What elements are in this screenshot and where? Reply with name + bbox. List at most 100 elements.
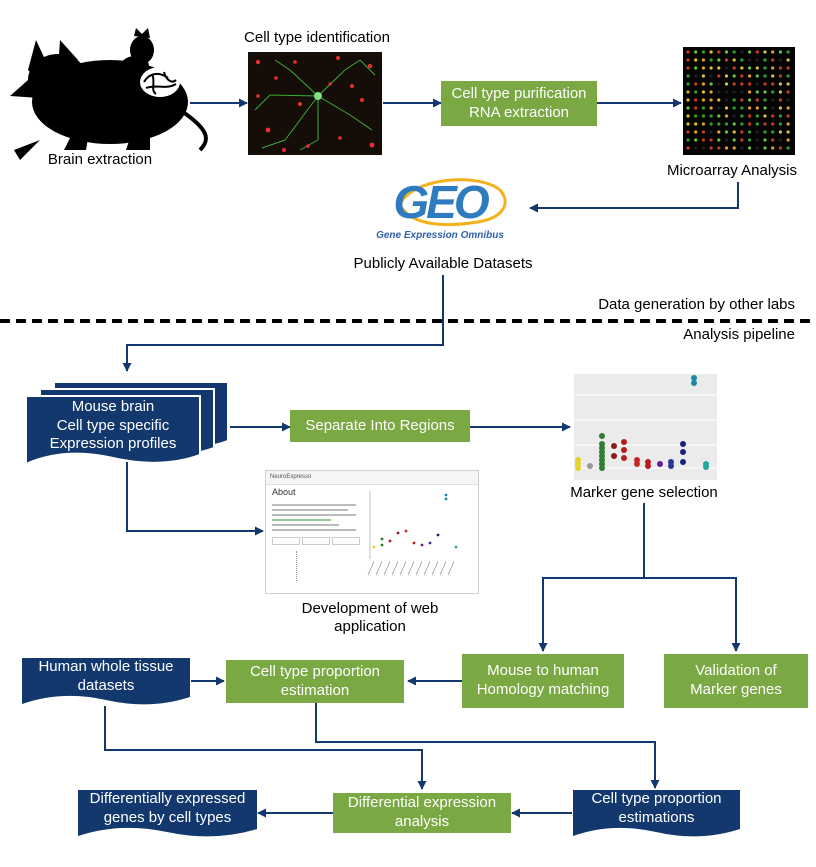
microarray-spot (786, 130, 790, 134)
marker-plot-point (575, 465, 581, 471)
mini-plot-point (454, 545, 458, 549)
microarray-spot (763, 66, 767, 70)
microarray-spot (786, 66, 790, 70)
microarray-spot (694, 138, 698, 142)
microarray-spot (686, 114, 690, 118)
microarray-spot (740, 130, 744, 134)
microarray-spot (786, 122, 790, 126)
marker-plot-point (611, 453, 617, 459)
marker-plot-point (621, 439, 627, 445)
proportion-estimations-doc (573, 790, 740, 837)
microarray-spot (717, 106, 721, 110)
microarray-spot (763, 130, 767, 134)
microarray-spot (724, 146, 729, 150)
neuron-micrograph-image (248, 52, 382, 155)
microarray-spot (740, 106, 744, 110)
microarray-spot (740, 138, 744, 142)
mouse-silhouette-icon (10, 28, 208, 160)
marker-plot-point (621, 447, 627, 453)
web-app-text-lines (272, 501, 356, 534)
human-datasets-line1: Human whole tissue (38, 658, 174, 676)
microarray-spot (732, 74, 736, 78)
marker-plot-point (611, 443, 617, 449)
mini-plot-tick (399, 560, 407, 576)
microarray-spot (709, 98, 713, 102)
marker-plot-point (680, 441, 686, 447)
microarray-spot (786, 82, 790, 86)
microarray-spot (755, 138, 759, 142)
microarray-spot (778, 138, 783, 142)
microarray-spot (755, 66, 759, 70)
human-datasets-text: Human whole tissue datasets (22, 658, 190, 696)
diff-expr-box: Differential expression analysis (333, 793, 511, 833)
microarray-spot (701, 98, 706, 102)
microarray-spot (724, 90, 729, 94)
microarray-spot (717, 122, 721, 126)
marker-gene-plot (574, 374, 717, 480)
arrow-human-to-diffexpr (104, 706, 427, 790)
microarray-spot (694, 74, 698, 78)
microarray-spot (732, 122, 736, 126)
mini-plot-tick (439, 560, 447, 576)
microarray-spot (701, 58, 706, 62)
microarray-spot (686, 146, 690, 150)
cell-type-purification-box: Cell type purification RNA extraction (441, 81, 597, 126)
microarray-spot (724, 138, 729, 142)
mini-plot-point (428, 541, 432, 545)
microarray-spot (786, 98, 790, 102)
microarray-spot (717, 82, 721, 86)
arrow-microarray-to-geo (529, 182, 739, 213)
microarray-spot (755, 114, 759, 118)
microarray-spot (778, 98, 783, 102)
marker-plot-point (691, 380, 697, 386)
separate-regions-box: Separate Into Regions (290, 410, 470, 442)
microarray-spot (724, 58, 729, 62)
marker-plot-point (587, 463, 593, 469)
validation-box: Validation of Marker genes (664, 654, 808, 708)
mini-plot-point (444, 493, 448, 497)
mini-plot-tick (415, 560, 423, 576)
microarray-spot (748, 138, 752, 142)
mouse-profiles-line1: Mouse brain (71, 397, 155, 415)
microarray-spot (732, 130, 736, 134)
microarray-spot (748, 50, 752, 54)
microarray-spot (709, 146, 713, 150)
microarray-spot (717, 74, 721, 78)
mouse-profiles-line3: Expression profiles (49, 435, 177, 453)
microarray-spot (755, 130, 759, 134)
mini-plot-point (388, 539, 392, 543)
microarray-spot (771, 82, 775, 86)
public-datasets-label: Publicly Available Datasets (353, 255, 533, 272)
microarray-spot (763, 74, 767, 78)
web-app-label-line1: Development of web (301, 600, 439, 617)
microarray-spot (778, 114, 783, 118)
microarray-spot (709, 138, 713, 142)
diff-genes-line2: genes by cell types (103, 809, 232, 826)
microarray-spot (771, 90, 775, 94)
microarray-spot (717, 58, 721, 62)
microarray-spot (771, 50, 775, 54)
microarray-spot (686, 82, 690, 86)
microarray-spot (740, 90, 744, 94)
microarray-spot (748, 122, 752, 126)
microarray-spot (732, 114, 736, 118)
microarray-spot (771, 66, 775, 70)
divider-label-above: Data generation by other labs (598, 296, 795, 313)
microarray-spot (717, 130, 721, 134)
microarray-spot (763, 138, 767, 142)
microarray-spot (763, 82, 767, 86)
microarray-spot (755, 82, 759, 86)
microarray-spot (709, 66, 713, 70)
microarray-spot (694, 82, 698, 86)
proportion-estimations-line2: estimations (618, 809, 695, 826)
microarray-spot (755, 74, 759, 78)
mini-plot-point (372, 545, 376, 549)
microarray-spot (755, 90, 759, 94)
microarray-spot (778, 58, 783, 62)
web-app-label: Development of web application (270, 600, 470, 636)
microarray-spot (755, 146, 759, 150)
mini-plot-tick (447, 560, 455, 576)
microarray-spot (694, 146, 698, 150)
